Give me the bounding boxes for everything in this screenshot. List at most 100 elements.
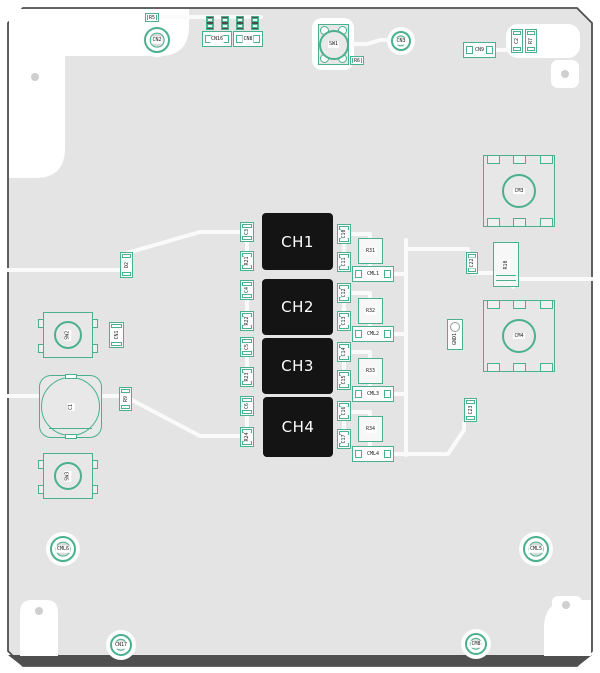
component-sw1: SW1	[318, 24, 349, 65]
mounting-hole	[561, 70, 569, 78]
smd-pad	[122, 254, 131, 258]
component-ch2: CH2	[262, 279, 333, 335]
ref-designator-label: R31	[364, 247, 377, 255]
component-c17: C17	[337, 429, 351, 449]
smd-pad	[242, 294, 252, 298]
component-cml2: CML2	[352, 326, 394, 342]
copper-trace	[348, 291, 372, 301]
ref-designator-label: CM8	[470, 640, 482, 648]
smd-pad	[237, 18, 243, 22]
smd-pad	[242, 224, 252, 228]
component-smd-part	[251, 16, 259, 30]
chip-label: CH1	[281, 232, 314, 251]
smd-pad	[207, 18, 213, 22]
smd-pad	[242, 410, 252, 414]
testpoint-cml5: CML5	[523, 536, 549, 562]
testpoint-cml6: CML6	[50, 536, 76, 562]
switch-pad	[92, 319, 98, 328]
chip-label: CH2	[281, 298, 314, 316]
module-body: CM4	[502, 319, 536, 353]
board-cutout	[9, 9, 65, 178]
ref-designator-label: C10	[340, 228, 348, 240]
ref-designator-label: SW1	[327, 41, 340, 48]
ref-designator-label: R21	[243, 255, 251, 267]
module-pad	[487, 363, 500, 372]
module-pad	[487, 155, 500, 164]
testpoint-cm8: CM8	[465, 633, 487, 655]
component-c11: C11	[337, 252, 351, 272]
capacitor-polarity-mark	[48, 428, 93, 430]
copper-trace	[125, 230, 243, 255]
ref-designator-label: CN16	[209, 35, 225, 43]
smd-pad	[466, 416, 475, 420]
ref-designator-label: R34	[364, 425, 377, 433]
ref-designator-label: CML1	[365, 270, 381, 278]
switch-pad	[38, 319, 44, 328]
capacitor-pad	[64, 374, 77, 379]
connector-pad	[355, 390, 362, 398]
component-c16: C16	[337, 401, 351, 421]
component-cn1: CN1	[109, 322, 124, 348]
switch-pad	[92, 344, 98, 353]
connector-pad	[384, 330, 391, 338]
ref-designator-label: R22	[243, 315, 251, 327]
connector-pad	[384, 450, 391, 458]
ref-designator-label: C6	[243, 401, 251, 411]
board-bottom-edge	[8, 655, 592, 666]
smd-pad	[252, 18, 258, 22]
component-cn9: CN9	[463, 42, 496, 58]
module-pad	[540, 363, 553, 372]
module-pad	[513, 155, 526, 164]
component-r10: R10	[493, 242, 519, 287]
component-smd-part	[206, 16, 214, 30]
smd-pad	[468, 268, 476, 272]
component-r34: R34	[358, 416, 383, 442]
mounting-hole	[31, 73, 39, 81]
component-ch3: CH3	[262, 338, 333, 394]
connector-pad	[384, 270, 391, 278]
component-r32: R32	[358, 298, 383, 324]
ref-designator-label: C22	[468, 257, 476, 269]
smd-pad	[513, 47, 521, 51]
connector-pad	[355, 450, 362, 458]
ref-designator-label: R7	[527, 36, 535, 46]
smd-pad	[242, 398, 252, 402]
ref-designator-label: CN3	[395, 37, 407, 45]
switch-pad	[38, 485, 44, 494]
component-c22: C22	[466, 252, 478, 274]
ref-designator-label: C13	[340, 315, 348, 327]
component-c12: C12	[337, 283, 351, 303]
ref-designator-label: R33	[364, 367, 377, 375]
ref-designator-label: C23	[467, 404, 474, 416]
ref-designator-label: CML2	[365, 330, 381, 338]
ref-designator-label: C1	[67, 402, 74, 411]
component-r9: R9	[119, 387, 132, 411]
chip-label: CH4	[281, 418, 315, 436]
copper-trace	[394, 421, 466, 456]
smd-pad	[222, 24, 228, 28]
ref-designator-label: CN1	[113, 329, 120, 341]
smd-pad	[121, 405, 130, 409]
module-pad	[540, 300, 553, 309]
ref-designator-label: CML4	[365, 450, 381, 458]
ref-designator-label: R24	[243, 431, 251, 443]
ref-designator-label: C15	[340, 374, 348, 386]
ref-designator-label: C12	[340, 287, 348, 299]
ref-designator-label: C5	[243, 342, 251, 352]
component-r22: R22	[240, 311, 254, 331]
component-cml4: CML4	[352, 446, 394, 462]
module-pad	[513, 218, 526, 227]
switch-pad	[92, 460, 98, 469]
component-cn16: CN16	[202, 31, 232, 47]
switch-body: SW1	[318, 29, 349, 60]
component-cn8: CN8	[233, 31, 263, 47]
component-c6: C6	[240, 396, 254, 416]
module-pad	[540, 155, 553, 164]
component-c15: C15	[337, 370, 351, 390]
component-c2: C2	[511, 29, 523, 53]
ref-designator-label: CML6	[55, 545, 71, 553]
switch-body: SW2	[54, 321, 82, 349]
component-c23: C23	[464, 398, 477, 422]
smd-pad	[111, 324, 122, 328]
